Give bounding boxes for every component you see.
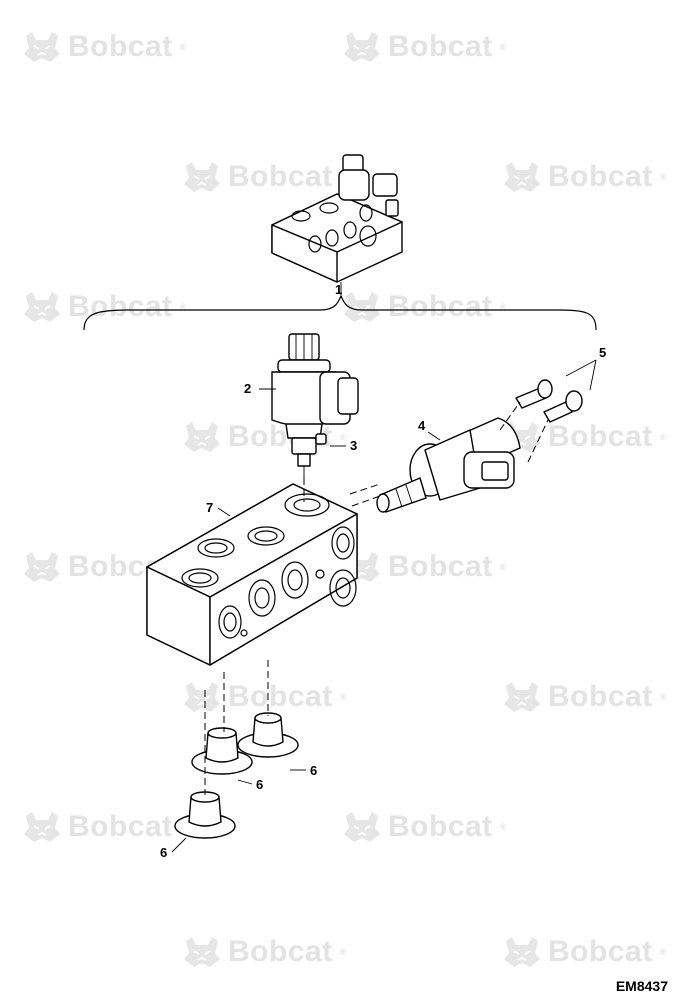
watermark-registered: ®	[339, 947, 347, 957]
bobcat-logo-icon	[24, 292, 60, 322]
bobcat-logo-icon	[24, 32, 60, 62]
bobcat-watermark: Bobcat ®	[502, 680, 667, 714]
watermark-text: Bobcat	[388, 30, 493, 63]
bobcat-logo-icon	[504, 162, 540, 192]
bobcat-logo-icon	[504, 937, 540, 967]
bobcat-watermark: Bobcat ®	[182, 680, 347, 714]
bobcat-watermark: Bobcat ®	[182, 935, 347, 969]
watermark-registered: ®	[499, 822, 507, 832]
watermark-registered: ®	[339, 692, 347, 702]
bobcat-watermark: Bobcat ®	[22, 290, 187, 324]
watermark-text: Bobcat	[68, 810, 173, 843]
bobcat-logo-icon	[184, 422, 220, 452]
watermark-text: Bobcat	[68, 290, 173, 323]
callout-assembly: 1	[335, 282, 343, 297]
assembly-paths	[204, 401, 549, 795]
assembly-brace	[83, 294, 597, 331]
watermark-text: Bobcat	[228, 160, 333, 193]
watermark-registered: ®	[499, 302, 507, 312]
bobcat-logo-icon	[24, 812, 60, 842]
bobcat-watermark: Bobcat®	[182, 160, 347, 194]
solenoid-valve	[271, 333, 359, 480]
bobcat-logo-icon	[344, 32, 380, 62]
callout-solenoid-valve: 2	[244, 381, 252, 396]
callout-plug-a: 6	[310, 763, 318, 778]
watermark-text: Bobcat	[388, 290, 493, 323]
watermark-registered: ®	[339, 432, 347, 442]
bobcat-logo-icon	[344, 812, 380, 842]
bobcat-logo-icon	[504, 682, 540, 712]
figure-reference: EM8437	[615, 978, 668, 994]
callout-bolts: 5	[599, 345, 607, 360]
bobcat-watermark: Bobcat ®	[502, 935, 667, 969]
bobcat-logo-icon	[184, 937, 220, 967]
watermark-registered: ®	[659, 432, 667, 442]
plug-upper-right	[237, 712, 299, 758]
callout-fitting: 3	[350, 438, 358, 453]
watermark-text: Bobcat	[388, 810, 493, 843]
watermark-text: Bobcat	[388, 550, 493, 583]
watermark-registered: ®	[659, 947, 667, 957]
bobcat-logo-icon	[184, 162, 220, 192]
valve-assembly-thumbnail	[271, 154, 403, 298]
bobcat-watermark: Bobcat ®	[342, 30, 507, 64]
bobcat-watermark: Bobcat ®	[342, 290, 507, 324]
bobcat-watermark: Bobcat ®	[342, 810, 507, 844]
callout-manifold-block: 7	[206, 500, 214, 515]
watermark-text: Bobcat	[68, 30, 173, 63]
bobcat-logo-icon	[344, 292, 380, 322]
callout-coil-valve: 4	[418, 418, 426, 433]
plug-upper-left	[191, 727, 253, 775]
watermark-registered: ®	[179, 302, 187, 312]
bobcat-watermark: Bobcat ®	[502, 160, 667, 194]
coil-valve	[376, 417, 521, 513]
watermark-registered: ®	[179, 42, 187, 52]
watermark-registered: ®	[499, 42, 507, 52]
bobcat-logo-icon	[24, 552, 60, 582]
watermark-registered: ®	[659, 172, 667, 182]
watermark-text: Bobcat	[548, 160, 653, 193]
watermark-registered: ®	[499, 562, 507, 572]
leader-lines	[171, 359, 597, 853]
manifold-block	[146, 483, 358, 666]
bobcat-logo-icon	[184, 682, 220, 712]
mounting-bolts	[515, 379, 583, 423]
watermark-registered: ®	[659, 692, 667, 702]
watermark-text: Bobcat	[548, 680, 653, 713]
bobcat-watermark: Bobcat®	[22, 810, 187, 844]
watermark-text: Bobcat	[548, 420, 653, 453]
plug-lower	[174, 791, 236, 839]
bobcat-watermark: Bobcat ®	[22, 30, 187, 64]
watermark-text: Bobcat	[228, 935, 333, 968]
watermark-text: Bobcat	[548, 935, 653, 968]
callout-plug-c: 6	[160, 845, 168, 860]
watermark-text: Bobcat	[228, 680, 333, 713]
callout-plug-b: 6	[256, 777, 264, 792]
